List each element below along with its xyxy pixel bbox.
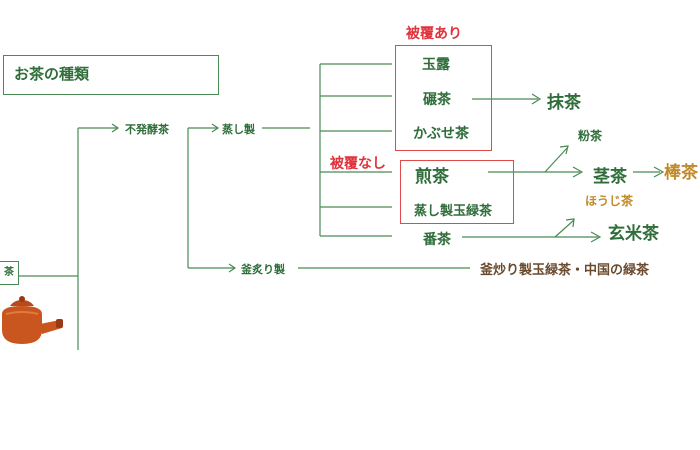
node-sencha: 煎茶 xyxy=(415,167,449,187)
node-tencha: 碾茶 xyxy=(423,92,451,108)
node-steamed: 蒸し製 xyxy=(222,123,255,136)
node-gyokuro: 玉露 xyxy=(422,57,450,73)
node-kukicha: 茎茶 xyxy=(593,167,627,187)
covered-group-box xyxy=(395,45,492,151)
node-bancha: 番茶 xyxy=(423,232,451,248)
node-kamairi: 釜炒り製玉緑茶・中国の緑茶 xyxy=(480,263,650,278)
uncovered-group-box xyxy=(400,160,514,224)
label-covered: 被覆あり xyxy=(406,26,462,42)
node-pan-fired: 釜炙り製 xyxy=(241,263,285,276)
node-unfermented: 不発酵茶 xyxy=(125,123,169,136)
node-kabusecha: かぶせ茶 xyxy=(413,126,469,142)
page-title: お茶の種類 xyxy=(3,55,219,95)
node-matcha: 抹茶 xyxy=(547,93,581,113)
label-uncovered: 被覆なし xyxy=(330,156,386,172)
teapot-icon xyxy=(2,296,63,344)
node-boucha: 棒茶 xyxy=(664,163,698,183)
node-funcha: 粉茶 xyxy=(578,129,603,143)
node-houjicha: ほうじ茶 xyxy=(585,194,634,208)
node-genmaicha: 玄米茶 xyxy=(608,224,659,244)
root-node-tea: 茶 xyxy=(0,261,19,285)
node-mushisei-tamaryokucha: 蒸し製玉緑茶 xyxy=(414,204,493,219)
